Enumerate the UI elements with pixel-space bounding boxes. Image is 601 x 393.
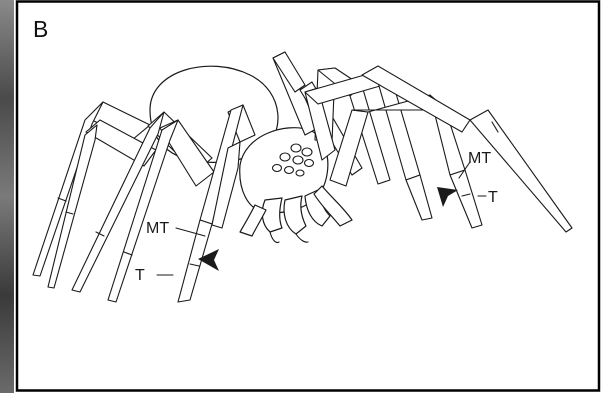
t-label-left: T bbox=[135, 267, 145, 284]
panel-label: B bbox=[33, 16, 48, 42]
t-label-right: T bbox=[488, 189, 498, 206]
mt-label-right: MT bbox=[468, 150, 491, 167]
adjacent-panel-strip bbox=[0, 0, 14, 393]
mt-label-left: MT bbox=[146, 220, 169, 237]
